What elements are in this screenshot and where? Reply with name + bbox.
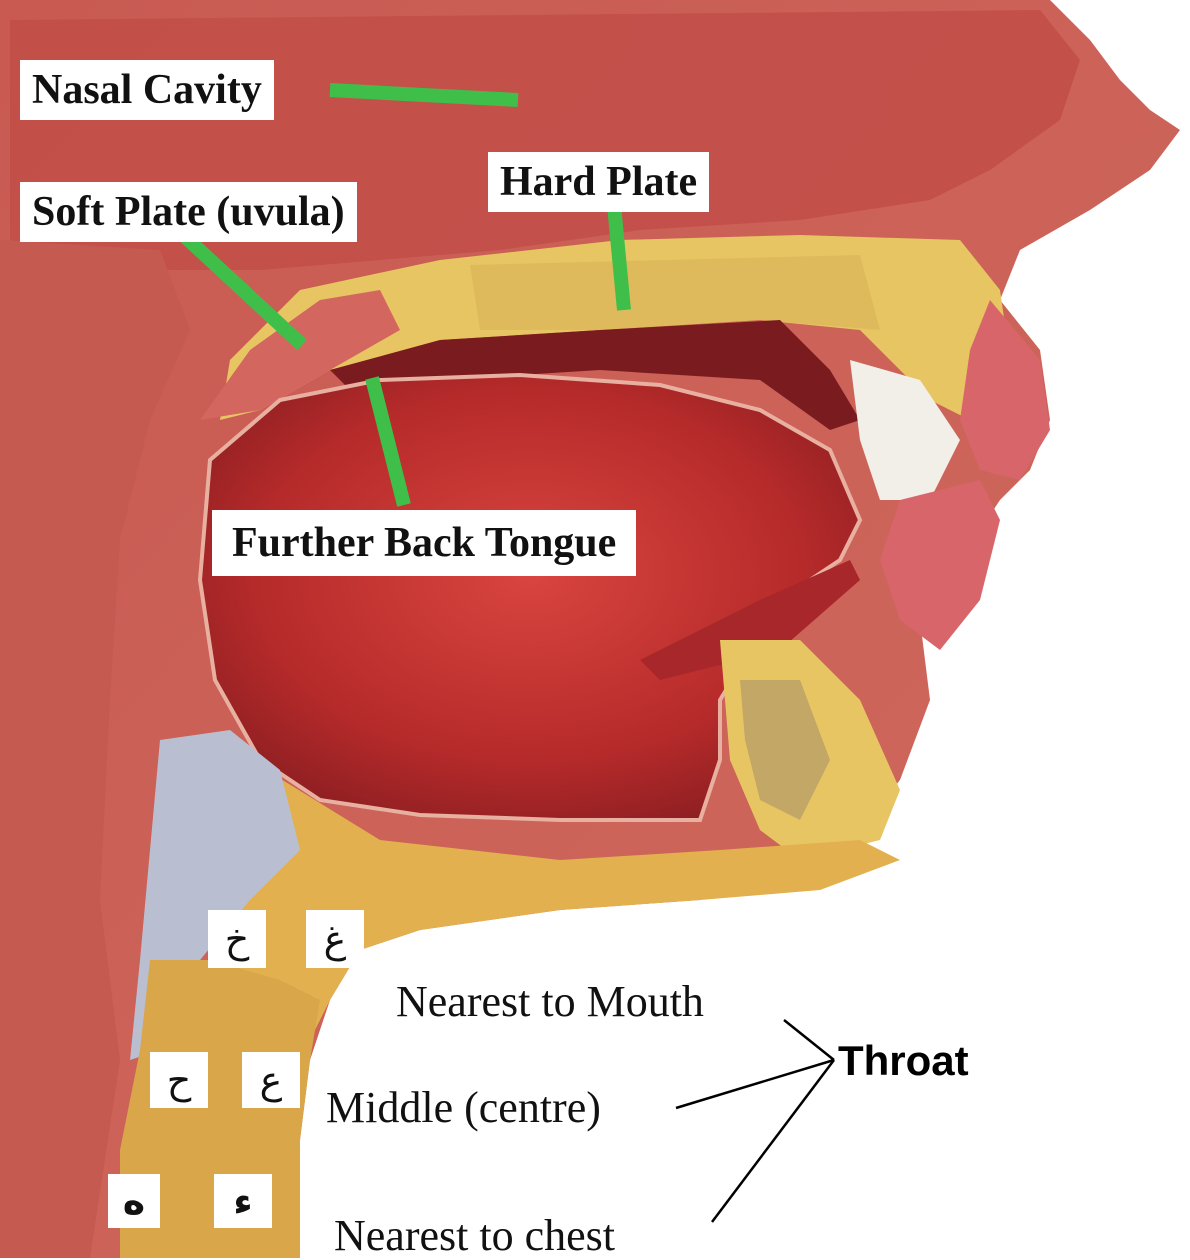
throat-title: Throat [838,1040,969,1082]
connector-middle [676,1060,834,1108]
letter-hamza: ء [214,1174,272,1228]
caption-middle-centre: Middle (centre) [326,1086,601,1130]
label-nasal-cavity: Nasal Cavity [20,60,274,120]
connector-mouth [784,1020,834,1060]
caption-nearest-to-mouth: Nearest to Mouth [396,980,704,1024]
label-soft-plate: Soft Plate (uvula) [20,182,357,242]
label-hard-plate: Hard Plate [488,152,709,212]
letter-haa: ح [150,1052,208,1108]
palate-bone-texture [470,255,880,330]
letter-ain: ع [242,1052,300,1108]
throat-connectors [676,1020,834,1222]
caption-nearest-to-chest: Nearest to chest [334,1214,615,1258]
letter-khaa: خ [208,910,266,968]
letter-ha: ه [108,1174,160,1228]
connector-chest [712,1060,834,1222]
label-further-back-tongue: Further Back Tongue [212,510,636,576]
letter-ghain: غ [306,910,364,968]
pointer-hard-plate [614,205,624,310]
pointer-nasal [330,90,518,100]
